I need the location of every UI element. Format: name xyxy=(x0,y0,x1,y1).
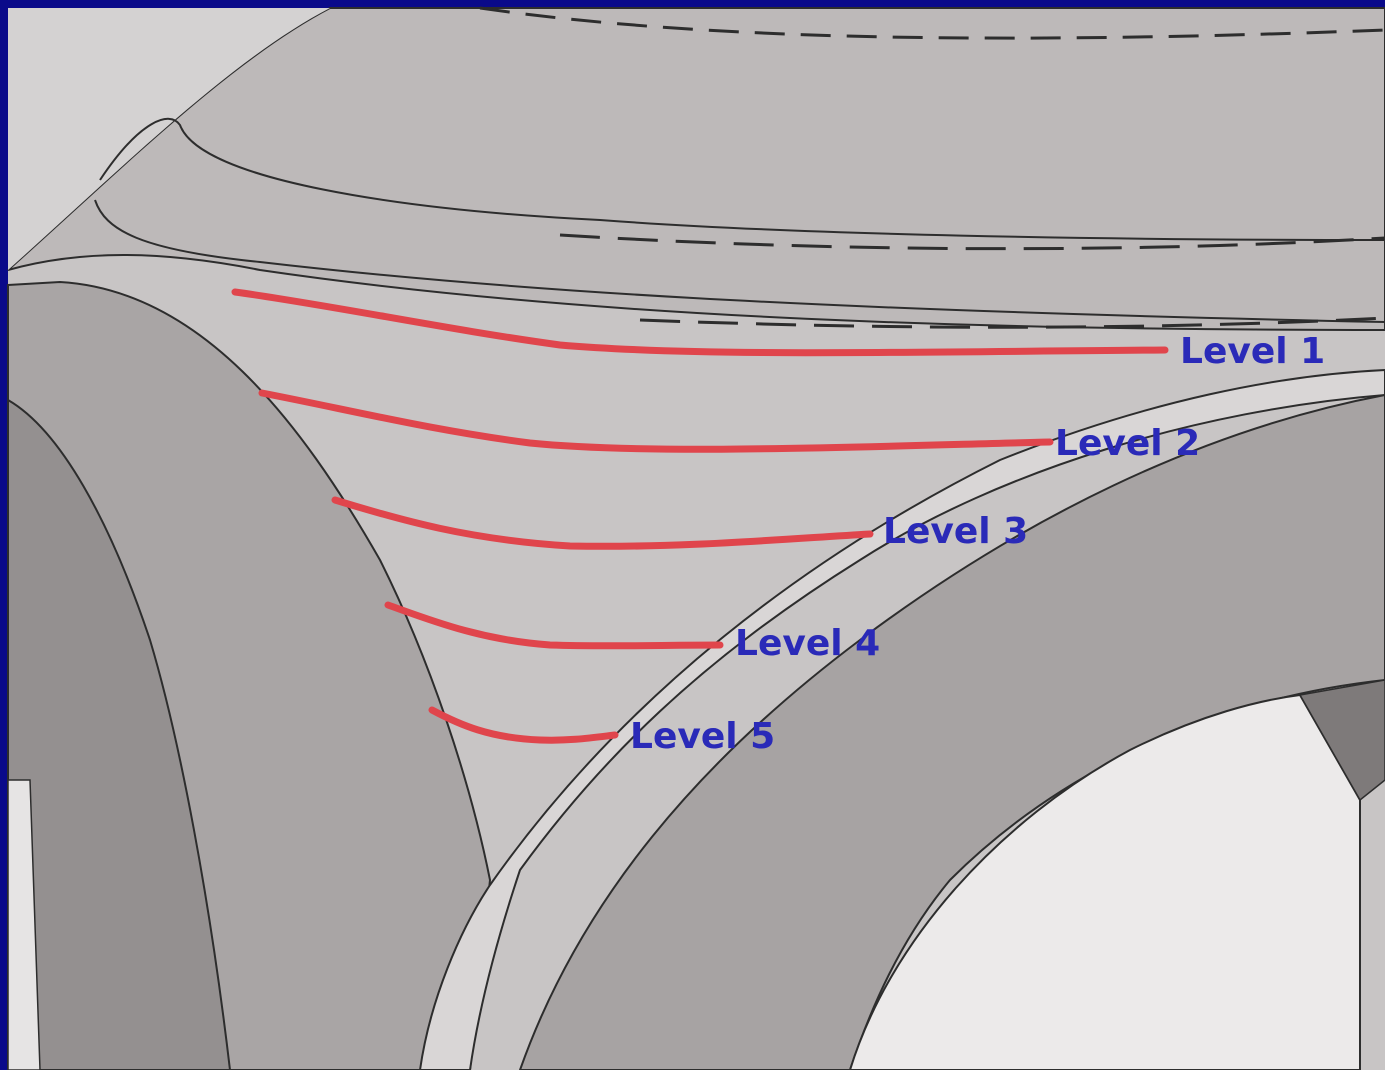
level-label-5: Level 5 xyxy=(630,716,775,757)
level-label-4: Level 4 xyxy=(735,623,880,664)
level-label-2: Level 2 xyxy=(1055,423,1200,464)
level-label-3: Level 3 xyxy=(883,511,1028,552)
level-label-1: Level 1 xyxy=(1180,331,1325,372)
